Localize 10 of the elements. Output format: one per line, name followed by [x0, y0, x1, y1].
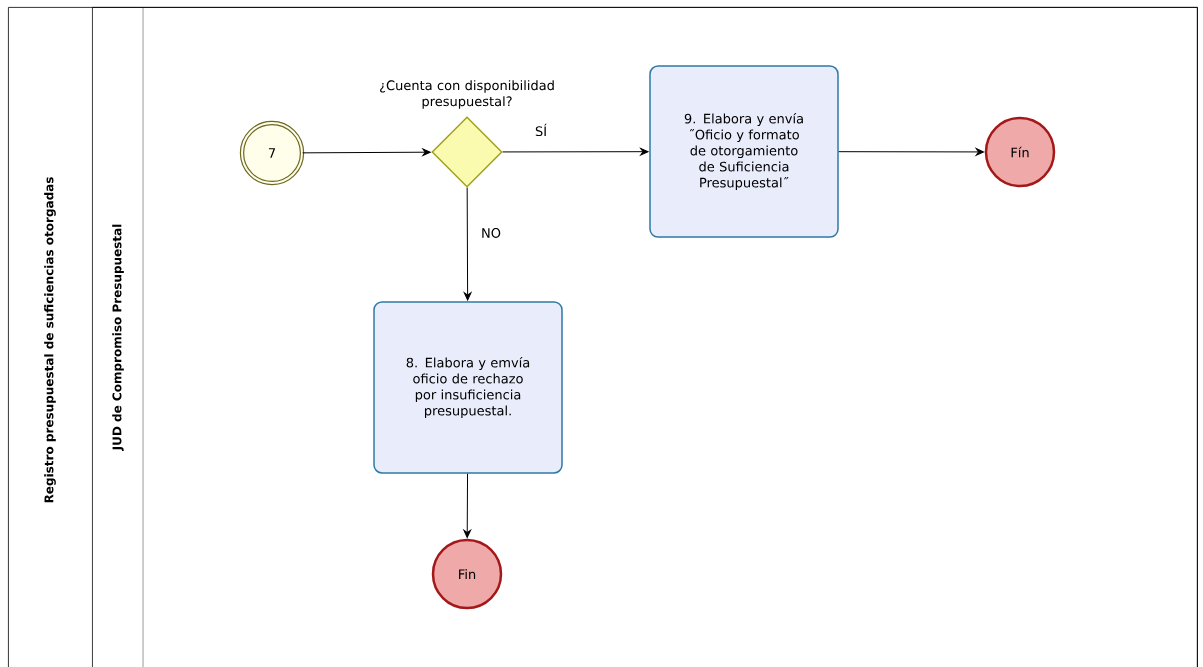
task-box: 9. Elabora y envía ˝Oficio y formato de otorgamiento de Suficiencia Presupuestal˝	[649, 65, 839, 238]
node-label: ¿Cuenta con disponibilidad presupuestal?	[380, 80, 554, 109]
task-box: 8. Elabora y emvía oficio de rechazo por insuficiencia presupuestal.	[373, 301, 563, 474]
edge-label: NO	[479, 226, 503, 240]
edge-label: SÍ	[532, 121, 550, 139]
arrow	[838, 148, 985, 156]
arrow	[463, 187, 472, 301]
arrow	[463, 473, 472, 539]
arrow	[302, 148, 431, 157]
arrow	[502, 147, 649, 156]
